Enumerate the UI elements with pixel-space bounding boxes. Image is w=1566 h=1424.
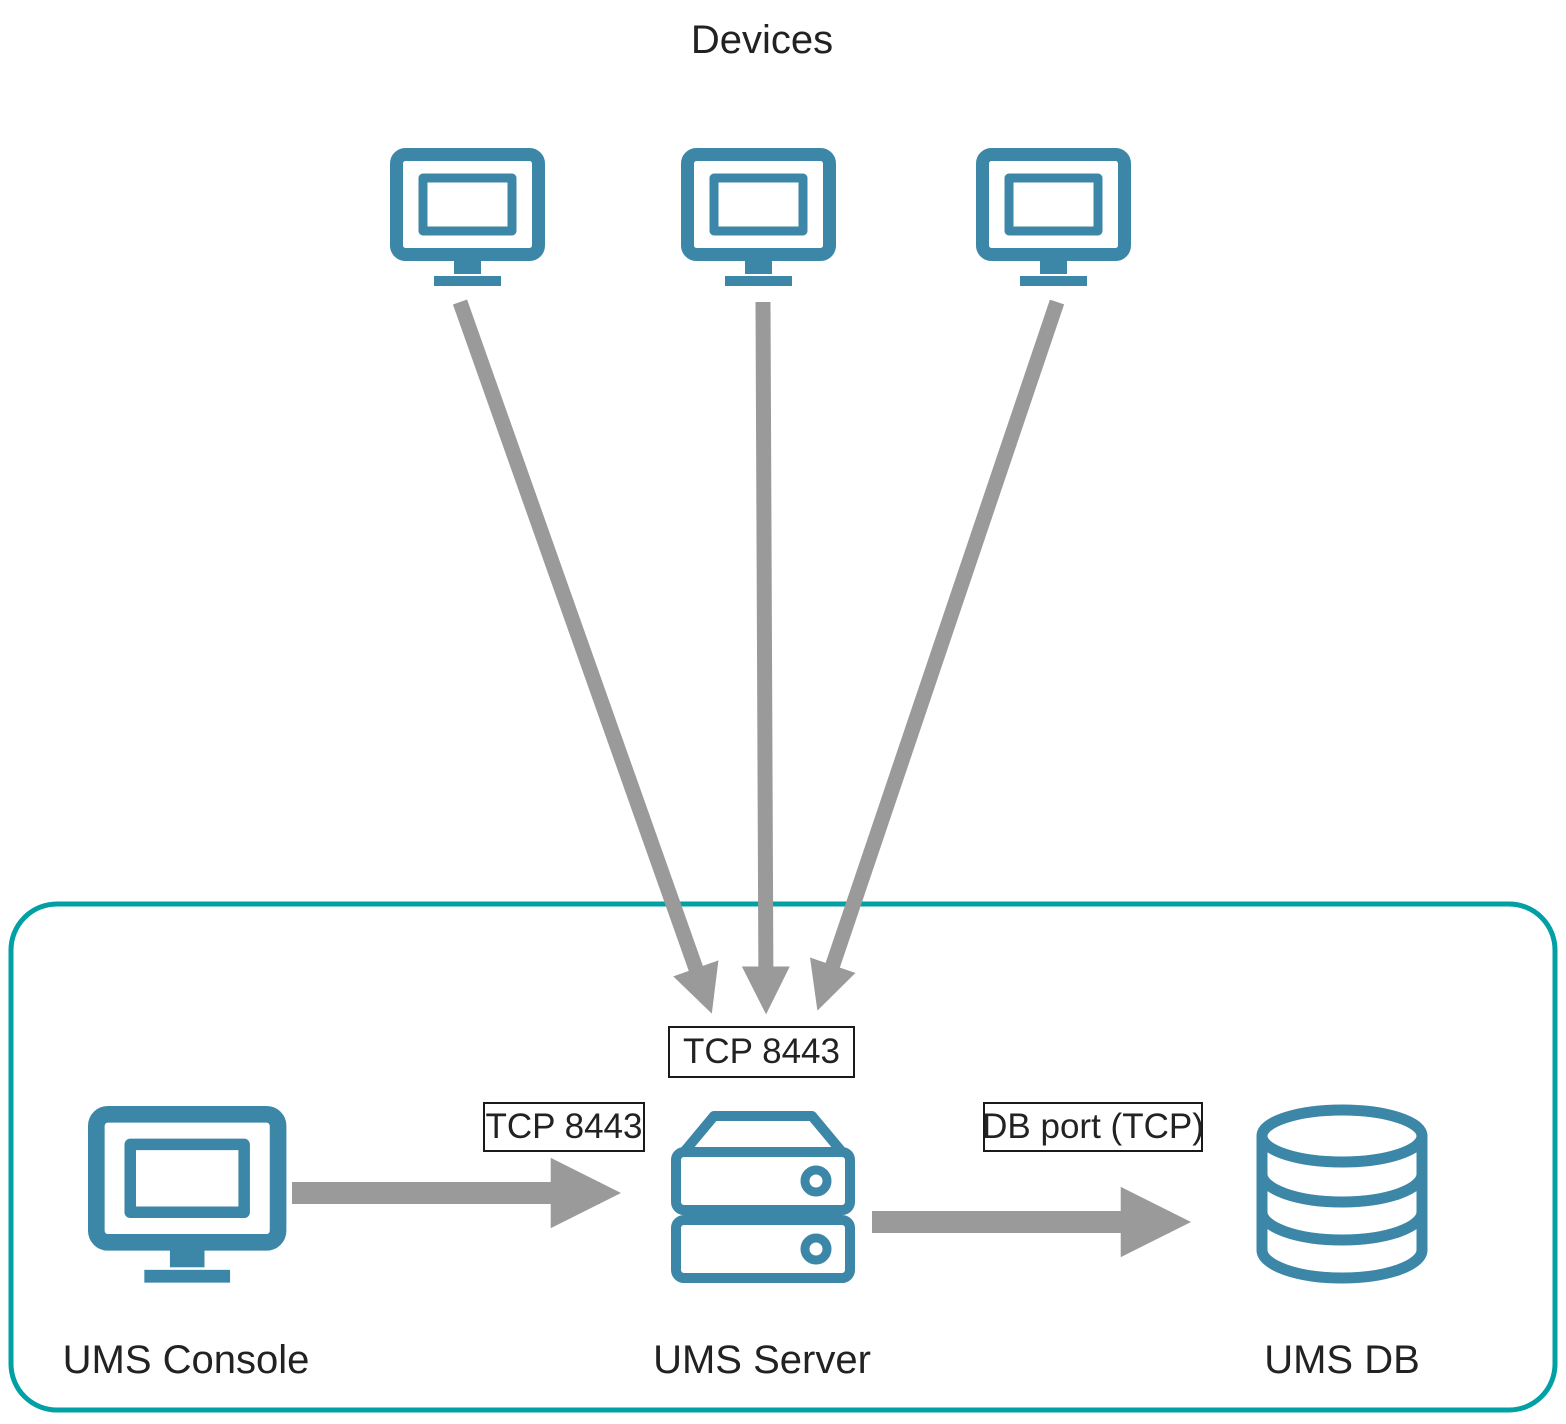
device-monitor-icon (983, 155, 1125, 287)
devices-group-title: Devices (690, 18, 834, 62)
arrow-device-2-to-server (741, 301, 790, 1015)
port-label-server-to-db: DB port (TCP) (982, 1102, 1204, 1152)
ums-server-icon (676, 1116, 850, 1278)
ums-console-label: UMS Console (62, 1338, 310, 1382)
device-monitor-icon (688, 155, 830, 287)
device-monitor-icon (397, 155, 539, 287)
arrow-device-3-to-server (810, 299, 1065, 1011)
ums-db-icon (1262, 1110, 1422, 1278)
ums-boundary-box (8, 901, 1558, 1413)
ums-console-icon (96, 1114, 278, 1282)
port-label-console-to-server: TCP 8443 (483, 1102, 645, 1152)
arrow-device-1-to-server (452, 299, 719, 1014)
port-label-devices-to-server: TCP 8443 (668, 1026, 855, 1078)
ums-server-label: UMS Server (653, 1338, 871, 1382)
ums-db-label: UMS DB (1264, 1338, 1420, 1382)
